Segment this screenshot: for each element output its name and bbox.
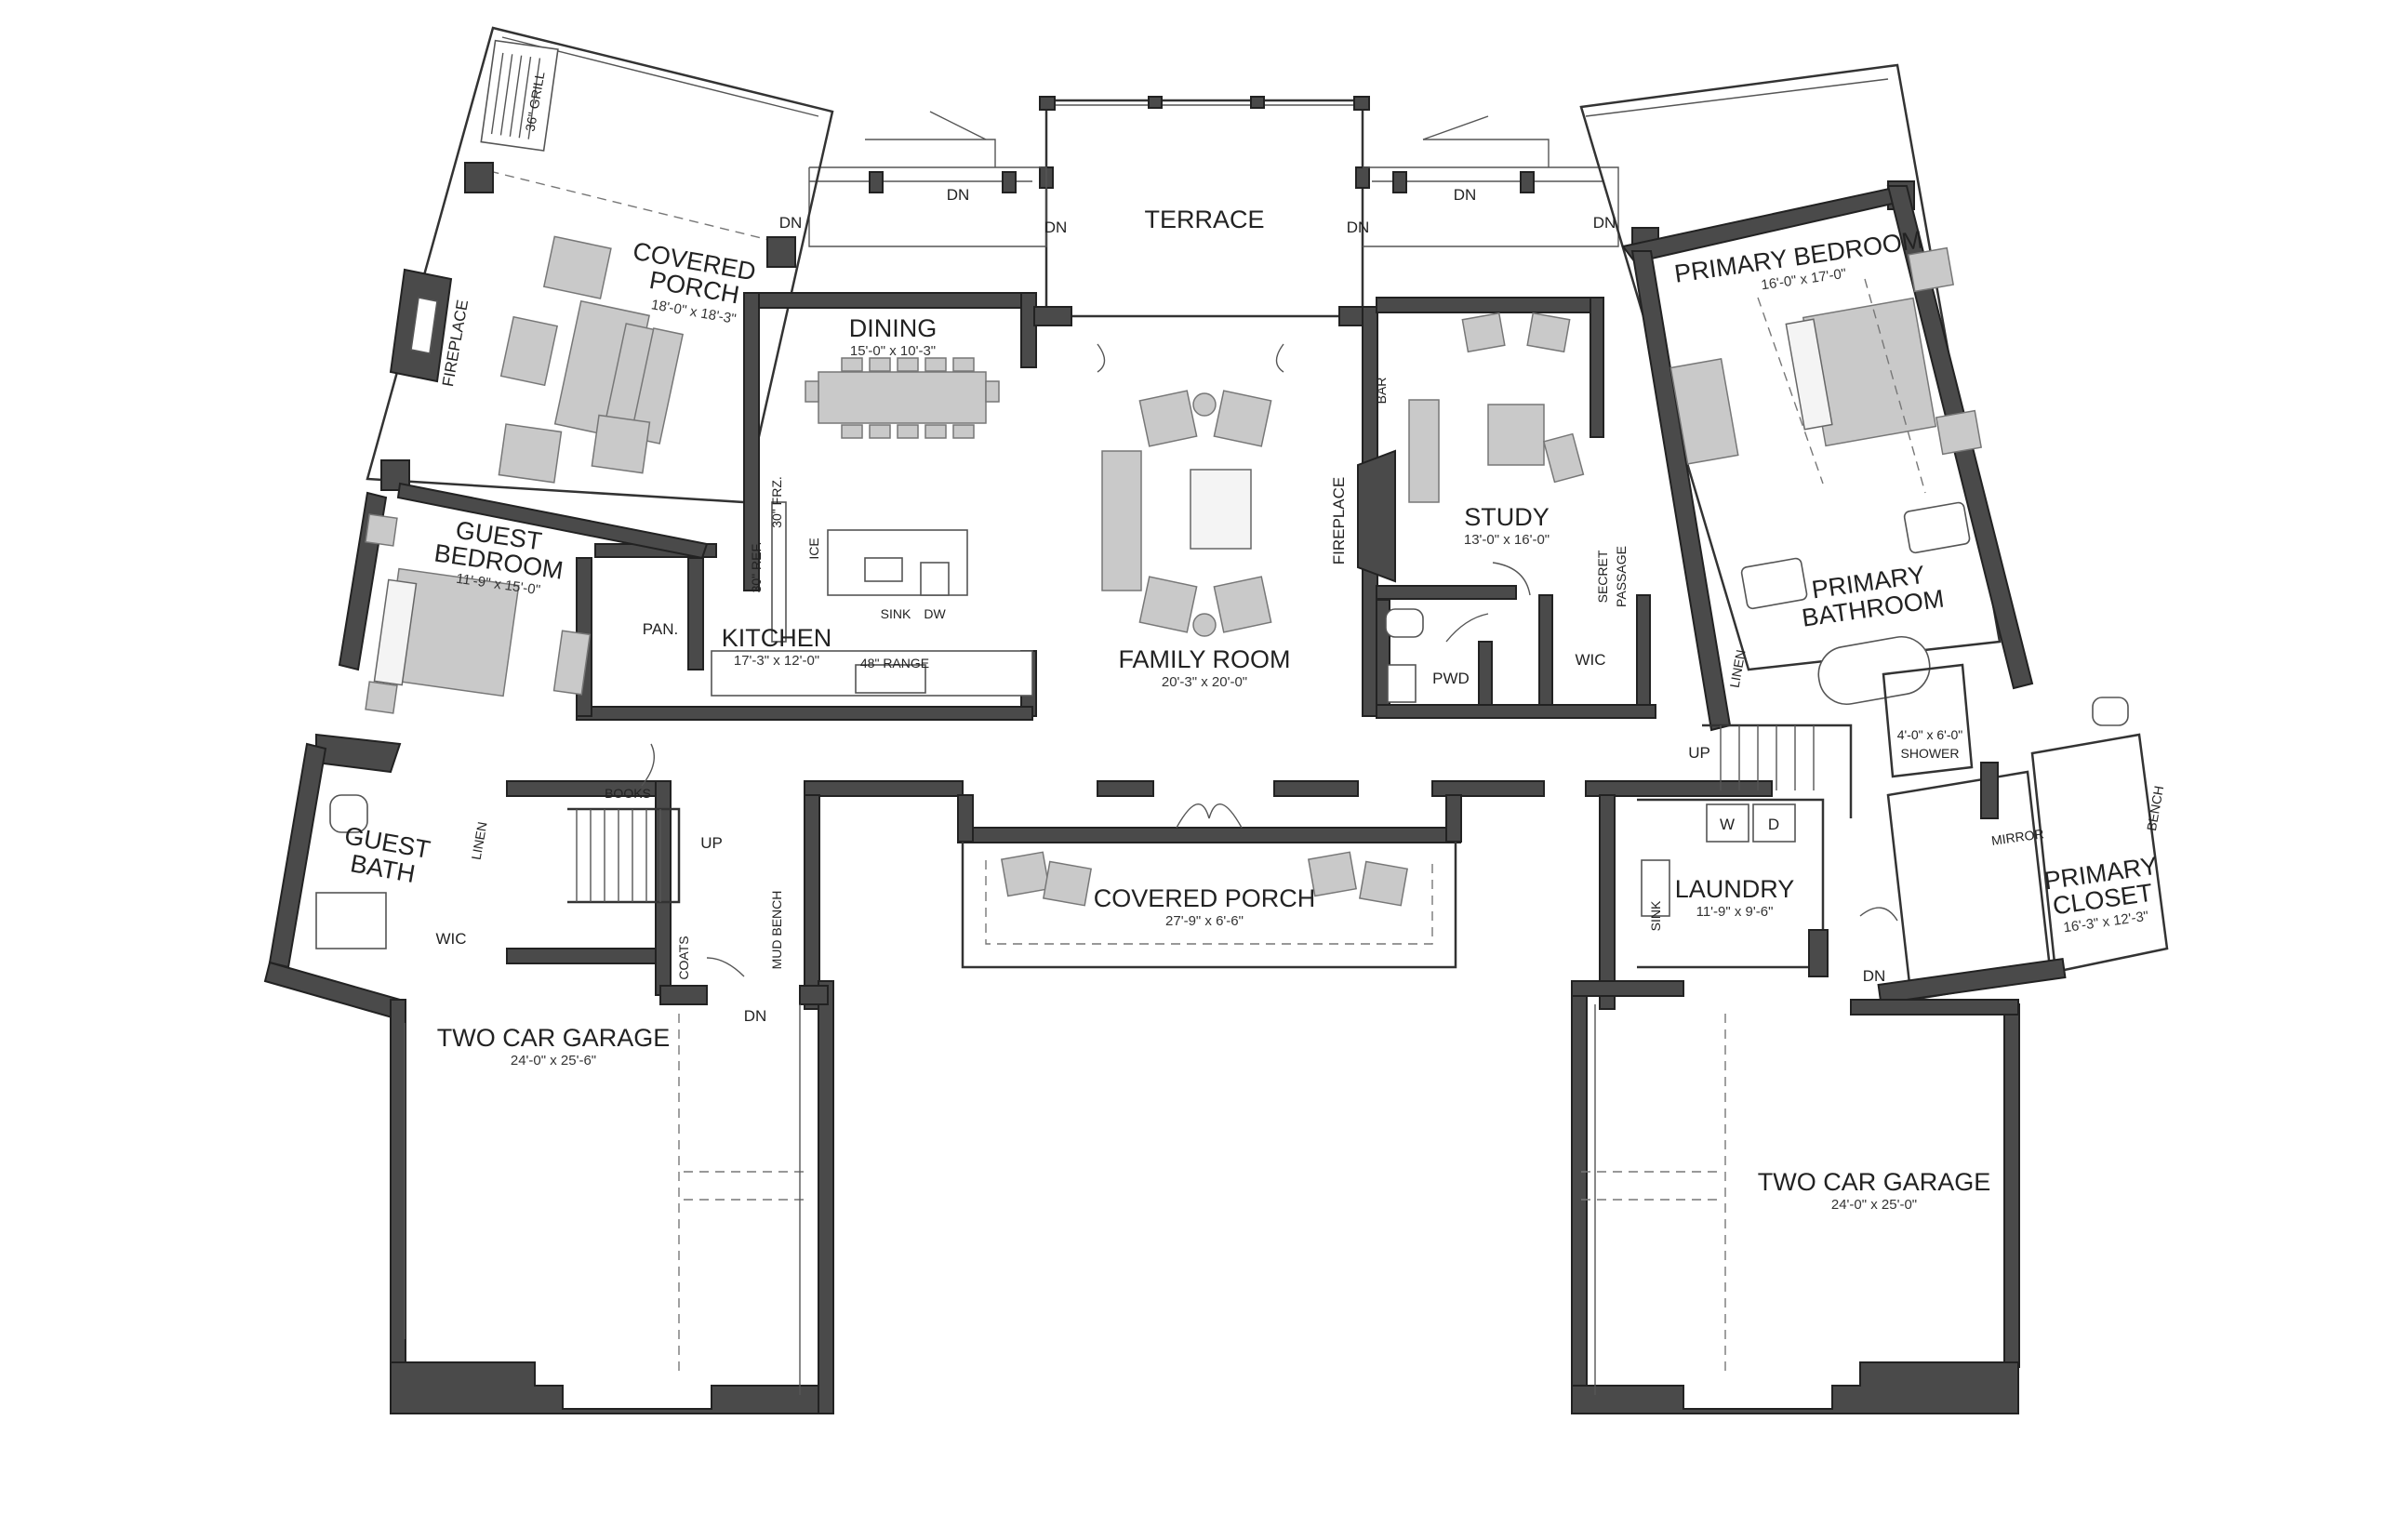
covered-porch-front-dims: 27'-9" x 6'-6" — [1165, 913, 1244, 929]
linen-bath-label: LINEN — [1727, 648, 1749, 688]
front-covered-porch — [957, 794, 1462, 969]
study-dims: 13'-0" x 16'-0" — [1464, 532, 1550, 548]
family-room-label: FAMILY ROOM — [1118, 645, 1290, 673]
study-furniture — [1408, 312, 1585, 503]
left-covered-porch — [366, 26, 834, 504]
dn-label-5: DN — [1454, 186, 1477, 204]
dining-furniture — [805, 357, 1000, 439]
up-right-label: UP — [1688, 744, 1710, 762]
dw-label: DW — [924, 606, 946, 621]
range-label: 48" RANGE — [860, 656, 929, 670]
dn-label-4: DN — [1347, 219, 1370, 236]
terrace-area — [808, 96, 1619, 318]
right-garage — [1571, 980, 2020, 1414]
books-label: BOOKS — [605, 786, 651, 801]
left-garage — [390, 980, 834, 1414]
wic-center-label: WIC — [1575, 651, 1605, 669]
dining-label: DINING — [849, 314, 938, 342]
ice-label: ICE — [806, 538, 821, 559]
right-wing — [1579, 63, 2169, 1004]
laundry-area — [1637, 798, 1829, 977]
wic-left-label: WIC — [435, 930, 466, 948]
kitchen-dims: 17'-3" x 12'-0" — [734, 653, 819, 669]
ref-label: 30" REF. — [749, 542, 764, 593]
shower-label: SHOWER — [1901, 746, 1960, 761]
pwd-label: PWD — [1432, 670, 1470, 687]
laundry-label: LAUNDRY — [1675, 875, 1795, 903]
frz-label: 30" FRZ. — [769, 476, 784, 528]
kitchen-label: KITCHEN — [722, 624, 832, 652]
shower-dims-label: 4'-0" x 6'-0" — [1897, 727, 1963, 742]
dining-dims: 15'-0" x 10'-3" — [850, 343, 936, 359]
dn-label-6: DN — [1593, 214, 1616, 232]
up-left-label: UP — [700, 834, 723, 852]
washer-label: W — [1720, 816, 1735, 833]
garage-left-dims: 24'-0" x 25'-6" — [511, 1053, 596, 1069]
secret-passage-label-1: SECRET — [1595, 550, 1610, 603]
guest-bedroom-furniture — [365, 513, 592, 714]
dryer-label: D — [1768, 816, 1779, 833]
bath-fixtures — [315, 608, 2129, 949]
laundry-sink-label: SINK — [1648, 900, 1663, 931]
garage-left-label: TWO CAR GARAGE — [437, 1024, 671, 1052]
doors — [641, 343, 1898, 977]
linen-guest-label: LINEN — [469, 820, 490, 860]
mud-bench-label: MUD BENCH — [769, 891, 784, 970]
garage-right-dims: 24'-0" x 25'-0" — [1831, 1197, 1917, 1213]
fireplace-center-label: FIREPLACE — [1330, 477, 1348, 564]
dn-label-3: DN — [1044, 219, 1068, 236]
main-walls — [263, 292, 1853, 1020]
laundry-dims: 11'-9" x 9'-6" — [1696, 904, 1774, 920]
kitchen-sink-label: SINK — [881, 606, 911, 621]
dn-label-1: DN — [779, 214, 803, 232]
mirror-label: MIRROR — [1990, 826, 2044, 848]
dn-label-7: DN — [744, 1007, 767, 1025]
study-label: STUDY — [1464, 503, 1550, 531]
dn-label-8: DN — [1863, 967, 1886, 985]
dn-label-2: DN — [947, 186, 970, 204]
terrace-label: TERRACE — [1144, 206, 1264, 233]
family-furniture — [1101, 390, 1272, 637]
garage-right-label: TWO CAR GARAGE — [1758, 1168, 1991, 1196]
pantry-label: PAN. — [643, 620, 678, 638]
covered-porch-front-label: COVERED PORCH — [1094, 884, 1316, 912]
kitchen-fixtures — [711, 501, 1033, 697]
bar-label: BAR — [1374, 378, 1389, 405]
coats-label: COATS — [676, 936, 691, 979]
family-room-dims: 20'-3" x 20'-0" — [1162, 674, 1247, 690]
secret-passage-label-2: PASSAGE — [1614, 546, 1629, 607]
